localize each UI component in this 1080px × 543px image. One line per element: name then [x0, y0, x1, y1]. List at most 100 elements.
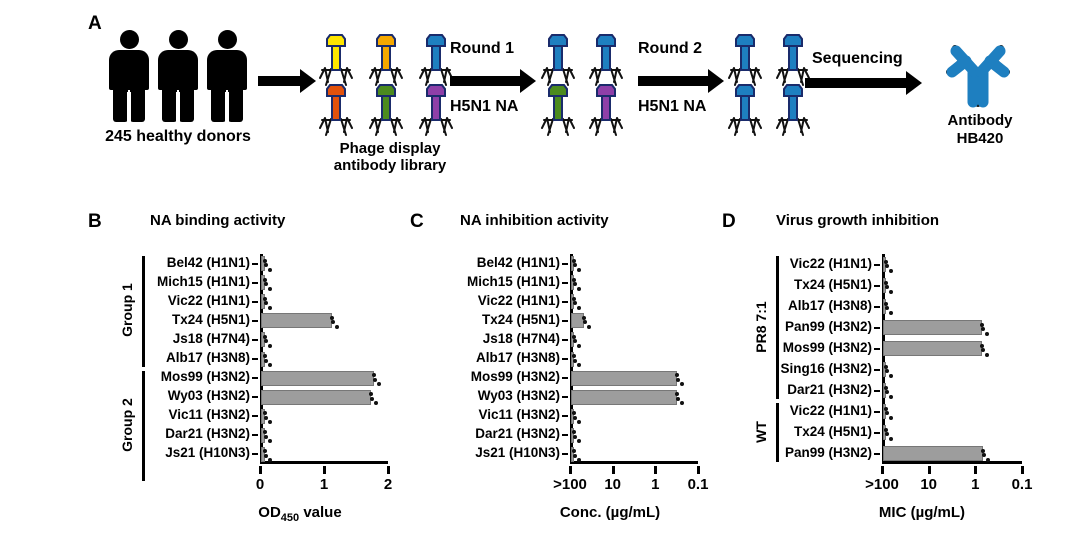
- y-axis-tick: [252, 319, 258, 322]
- category-label: Js18 (H7N4): [482, 330, 560, 346]
- phage-library-2: [368, 30, 404, 92]
- data-point: [577, 363, 581, 367]
- y-axis-tick: [252, 262, 258, 265]
- data-point: [981, 348, 986, 352]
- x-axis-tick-label: 1: [651, 476, 660, 493]
- y-axis-tick: [562, 396, 568, 399]
- data-point: [889, 373, 893, 378]
- x-axis-tick: [611, 466, 615, 474]
- group-label: Group 2: [119, 397, 135, 452]
- donor-head: [120, 30, 139, 49]
- y-axis-tick: [562, 262, 568, 265]
- phage-library-1: [318, 30, 354, 92]
- group-label: WT: [753, 420, 769, 443]
- data-point: [262, 449, 267, 454]
- arrow-round2: [638, 69, 724, 93]
- y-axis-tick: [874, 347, 880, 350]
- donor-head: [218, 30, 237, 49]
- category-label: Mich15 (H1N1): [156, 273, 250, 289]
- data-point: [572, 354, 576, 358]
- chart-virus-growth: Virus growth inhibition MIC (µg/mL) Vic2…: [734, 212, 1054, 542]
- phage-library-caption: Phage display antibody library: [300, 140, 480, 175]
- data-point: [985, 331, 990, 336]
- category-label: Mos99 (H3N2): [782, 339, 872, 355]
- data-point: [573, 434, 577, 439]
- data-point: [986, 457, 991, 462]
- data-point: [334, 324, 339, 329]
- y-axis-tick: [562, 377, 568, 380]
- data-point: [889, 436, 893, 441]
- donor-leg-gap: [225, 92, 229, 122]
- arrow-round1: [450, 69, 536, 93]
- data-point: [582, 320, 587, 325]
- data-point: [586, 324, 591, 329]
- data-point: [372, 373, 377, 378]
- arrow-donors-to-library: [258, 69, 316, 93]
- data-point: [889, 394, 893, 399]
- bar: [883, 341, 983, 356]
- chart-c-axis-title: Conc. (µg/mL): [559, 504, 661, 521]
- data-point: [262, 430, 267, 435]
- phage-round2-4: [775, 80, 811, 142]
- category-label: Vic22 (H1N1): [477, 292, 560, 308]
- data-point: [374, 401, 379, 406]
- data-point: [262, 296, 267, 301]
- category-label: Tx24 (H5N1): [481, 311, 560, 327]
- round1-antigen-label: H5N1 NA: [450, 98, 519, 115]
- data-point: [885, 264, 889, 268]
- y-axis-tick: [874, 431, 880, 434]
- donor-group: [108, 30, 248, 130]
- data-point: [262, 354, 267, 358]
- category-label: Pan99 (H3N2): [784, 444, 872, 460]
- x-axis-tick-label: 0.1: [687, 476, 709, 493]
- y-axis-tick: [562, 434, 568, 437]
- chart-c-title: NA inhibition activity: [460, 212, 609, 229]
- data-point: [263, 453, 268, 458]
- data-point: [267, 439, 272, 444]
- phage-round2-2: [775, 30, 811, 92]
- data-point: [267, 286, 272, 291]
- y-axis-tick: [252, 453, 258, 456]
- category-label: Alb17 (H3N8): [787, 297, 872, 313]
- phage-round1-2: [588, 30, 624, 92]
- category-label: Alb17 (H3N8): [475, 350, 560, 365]
- y-axis-tick: [874, 410, 880, 413]
- donor-leg-right: [179, 87, 194, 122]
- category-label: Js21 (H10N3): [475, 445, 560, 461]
- data-point: [262, 411, 267, 416]
- chart-b-axis-title: OD450 value: [200, 504, 400, 524]
- data-point: [263, 282, 268, 287]
- x-axis-tick-label: >100: [553, 476, 587, 493]
- x-axis-tick: [697, 466, 700, 474]
- data-point: [675, 373, 680, 378]
- data-point: [572, 277, 576, 282]
- y-axis-tick: [252, 300, 258, 303]
- data-point: [577, 267, 581, 272]
- bar: [261, 370, 375, 386]
- donor-figure: [157, 30, 199, 122]
- data-point: [263, 339, 268, 344]
- data-point: [577, 420, 581, 425]
- category-label: Vic22 (H1N1): [789, 255, 872, 271]
- donors-caption: 245 healthy donors: [105, 128, 251, 145]
- x-axis-tick-label: >100: [865, 476, 899, 493]
- panel-letter-d: D: [722, 211, 736, 232]
- chart-b-axis-title-main: OD: [258, 504, 281, 521]
- chart-b-axis-title-sub: 450: [280, 512, 300, 524]
- x-axis-tick-label: 10: [604, 476, 621, 493]
- category-label: Tx24 (H5N1): [793, 276, 872, 292]
- category-label: Vic22 (H1N1): [167, 292, 250, 308]
- data-point: [573, 453, 577, 458]
- data-point: [329, 315, 334, 320]
- bar: [883, 320, 983, 335]
- category-label: Mich15 (H1N1): [466, 273, 560, 289]
- data-point: [263, 434, 268, 439]
- panel-letter-a: A: [88, 13, 102, 34]
- data-point: [676, 377, 681, 382]
- y-axis-tick: [252, 358, 258, 360]
- arrow-sequencing: [805, 71, 922, 95]
- data-point: [572, 449, 576, 454]
- group-bracket: [142, 256, 145, 367]
- data-point: [373, 377, 378, 382]
- phage-round1-1: [540, 30, 576, 92]
